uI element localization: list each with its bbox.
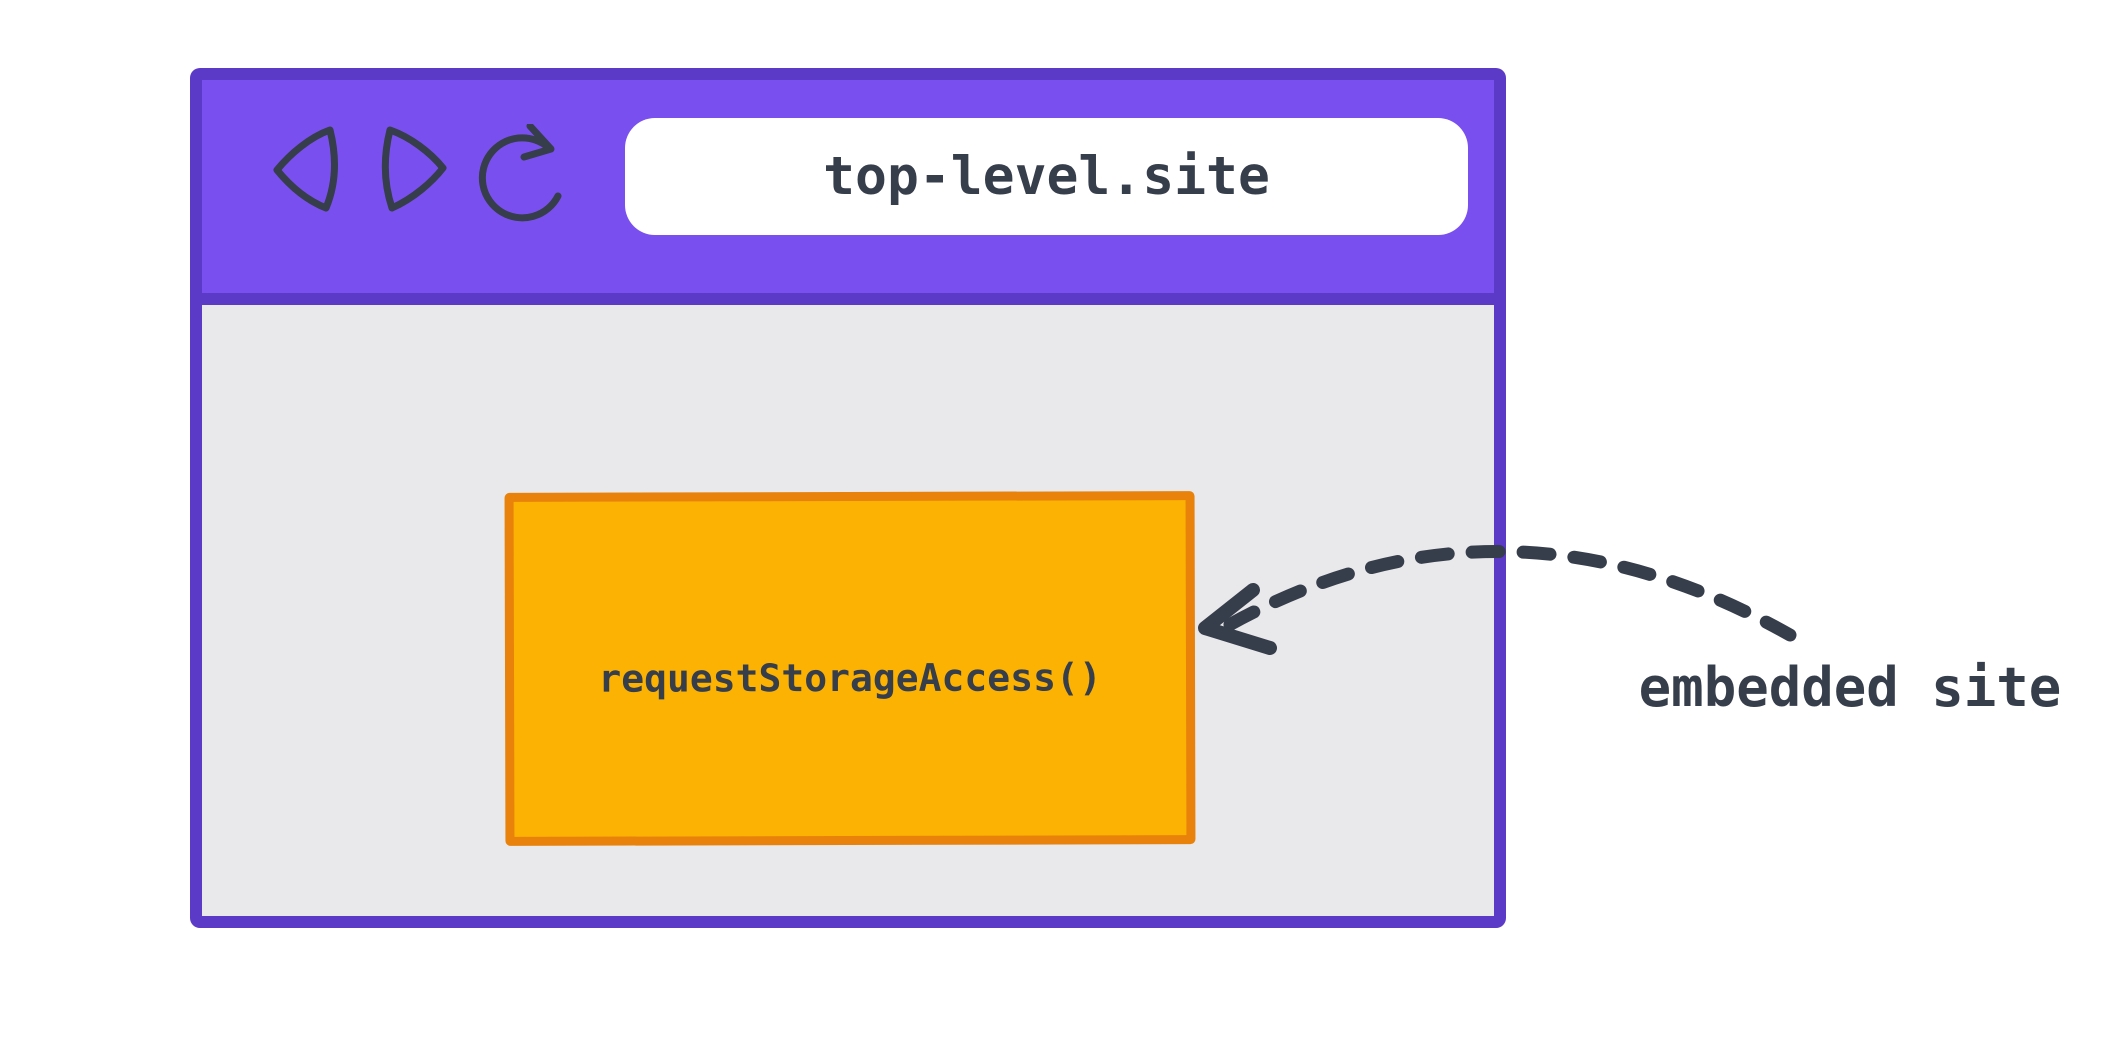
embedded-iframe-box: requestStorageAccess() <box>504 491 1196 846</box>
browser-titlebar: top-level.site <box>202 80 1494 305</box>
annotation-arrow <box>1198 545 1797 655</box>
embedded-frame-label: requestStorageAccess() <box>598 654 1102 701</box>
back-icon[interactable] <box>273 126 339 212</box>
forward-button[interactable] <box>381 126 447 212</box>
address-bar[interactable]: top-level.site <box>625 118 1468 235</box>
address-url: top-level.site <box>823 146 1270 207</box>
forward-icon[interactable] <box>381 126 447 212</box>
embedded-site-label: embedded site <box>1638 656 2062 719</box>
reload-icon[interactable] <box>478 134 562 222</box>
browser-window: top-level.site requestStorageAccess() <box>190 68 1506 928</box>
back-button[interactable] <box>273 126 339 212</box>
reload-arrowhead-icon[interactable] <box>520 124 555 161</box>
dashed-arrow <box>1215 545 1797 642</box>
arrowhead-icon <box>1198 583 1277 655</box>
reload-button[interactable] <box>478 124 562 222</box>
nav-icons <box>273 124 562 222</box>
